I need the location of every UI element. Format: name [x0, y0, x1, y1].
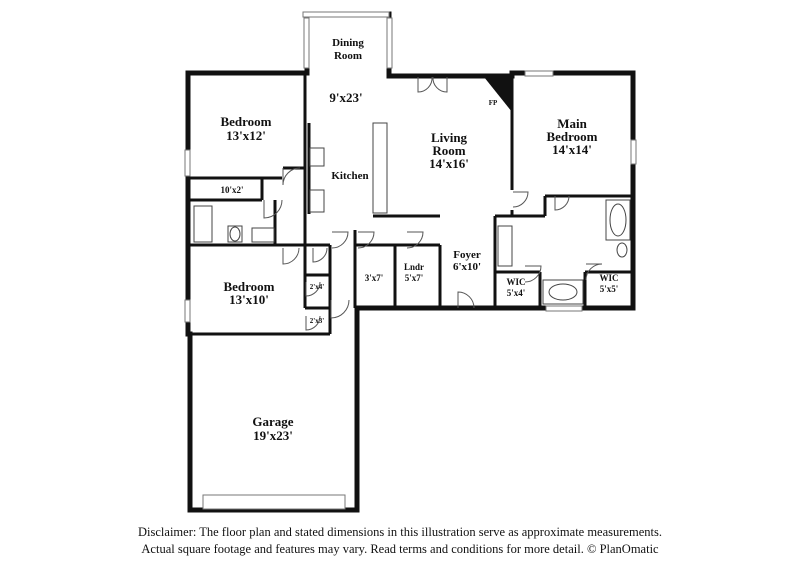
dining-room-size: 9'x23' [329, 90, 362, 105]
bedroom1-label: Bedroom [220, 114, 271, 129]
windows [184, 70, 637, 510]
fireplace-label: FP [489, 99, 498, 107]
garage-size: 19'x23' [253, 428, 293, 443]
disclaimer: Disclaimer: The floor plan and stated di… [0, 524, 800, 558]
wic2-size: 5'x5' [600, 284, 619, 294]
wic1-size: 5'x4' [507, 288, 526, 298]
interior-walls [188, 73, 633, 336]
fireplace-icon [484, 77, 512, 112]
main-bedroom-size: 14'x14' [552, 142, 592, 157]
kitchen-label: Kitchen [331, 170, 368, 182]
dining-windows [302, 11, 393, 69]
laundry-label: Lndr [404, 262, 424, 272]
foyer-label: Foyer [453, 249, 481, 261]
main-bedroom-label-2: Bedroom [546, 129, 597, 144]
closet-d-size: 3'x7' [365, 273, 384, 283]
living-room-size: 14'x16' [429, 156, 469, 171]
room-labels: Dining Room 9'x23' Bedroom 13'x12' 10'x2… [220, 37, 618, 443]
garage-label: Garage [252, 414, 293, 429]
bedroom2-label: Bedroom [223, 279, 274, 294]
main-bedroom-label: Main [557, 116, 587, 131]
wic2-label: WIC [599, 273, 618, 283]
foyer-size: 6'x10' [453, 261, 481, 273]
wic1-label: WIC [506, 277, 525, 287]
closet-c-size: 2'x3' [310, 317, 324, 325]
closet-b-size: 2'x4' [310, 283, 324, 291]
dining-room-label: Dining [332, 37, 364, 49]
bedroom2-size: 13'x10' [229, 292, 269, 307]
laundry-size: 5'x7' [405, 273, 424, 283]
closet-a-size: 10'x2' [220, 185, 243, 195]
dining-room-label-2: Room [334, 50, 362, 62]
doors [263, 76, 603, 331]
fixtures [193, 147, 631, 305]
disclaimer-line-1: Disclaimer: The floor plan and stated di… [138, 525, 662, 539]
disclaimer-line-2: Actual square footage and features may v… [141, 542, 659, 556]
living-room-label-2: Room [432, 143, 465, 158]
bedroom1-size: 13'x12' [226, 128, 266, 143]
living-room-label: Living [431, 130, 468, 145]
